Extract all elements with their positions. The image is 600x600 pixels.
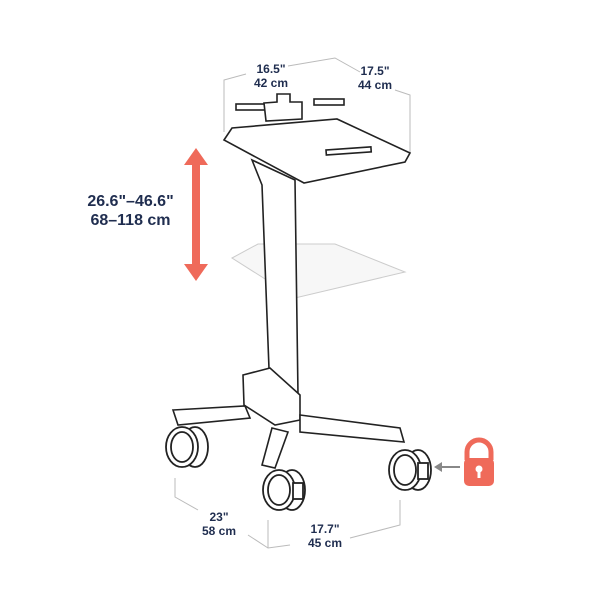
base-width-label: 17.7" 45 cm [307, 522, 343, 551]
padlock-icon [464, 437, 494, 486]
arrow-left-icon [434, 462, 460, 472]
dimension-guides [174, 57, 411, 549]
casters [165, 426, 432, 511]
top-width-label: 16.5" 42 cm [253, 62, 289, 91]
column [242, 158, 301, 426]
top-shelf [222, 93, 412, 184]
lower-shelf [231, 243, 407, 299]
top-depth-label: 17.5" 44 cm [357, 64, 393, 93]
base-depth-label: 23" 58 cm [201, 510, 237, 539]
height-arrow-icon [184, 148, 208, 281]
height-range-label: 26.6"–46.6" 68–118 cm [87, 193, 174, 230]
base [171, 405, 406, 469]
